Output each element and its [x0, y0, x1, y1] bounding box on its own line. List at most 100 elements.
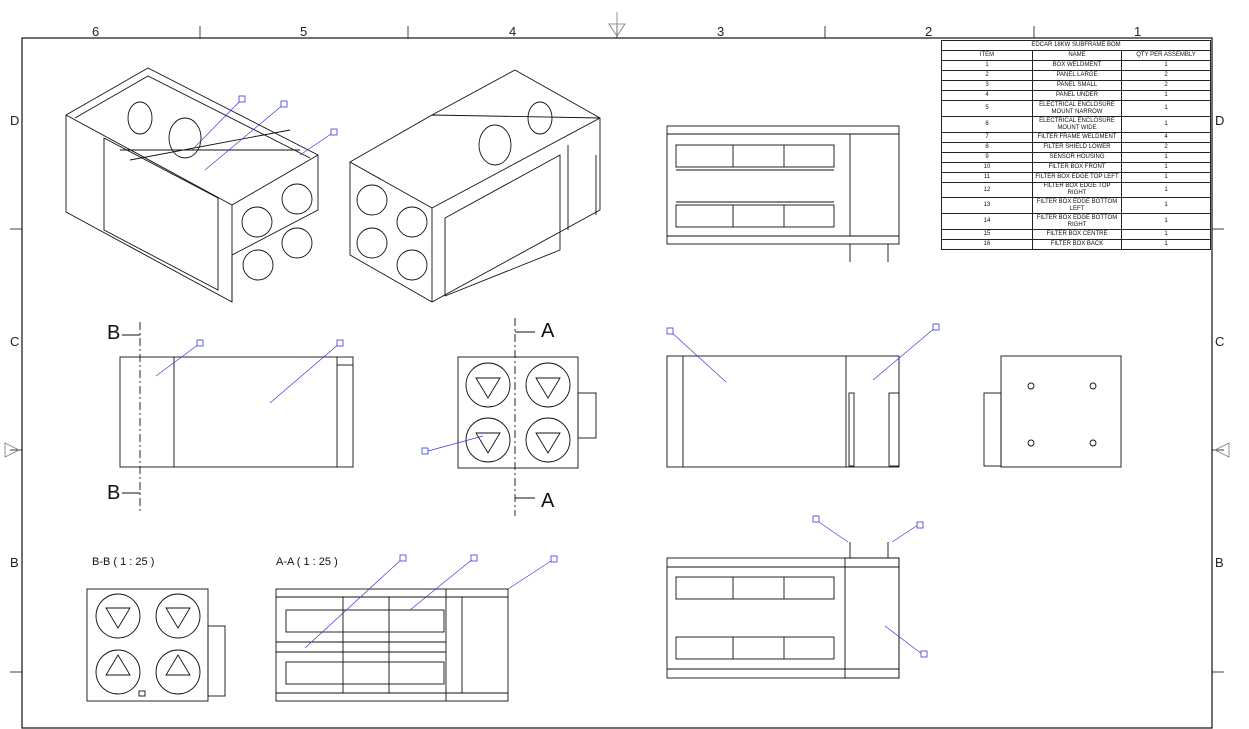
zone-label-2: 2 — [925, 24, 933, 39]
balloon-leaders-b — [155, 342, 341, 404]
bom-cell-name: ELECTRICAL ENCLOSURE MOUNT WIDE — [1032, 116, 1122, 133]
bom-cell-name: FILTER BOX CENTRE — [1032, 229, 1122, 240]
zone-label-c-right: C — [1215, 334, 1225, 349]
zone-label-c-left: C — [10, 334, 20, 349]
zone-label-3: 3 — [717, 24, 725, 39]
bom-cell-item: 4 — [941, 90, 1033, 101]
view-b-section — [119, 322, 354, 512]
bom-cell-qty: 4 — [1121, 132, 1211, 143]
balloons-mid — [666, 323, 940, 335]
bom-cell-item: 7 — [941, 132, 1033, 143]
view-a-section — [457, 318, 597, 516]
bom-cell-item: 5 — [941, 100, 1033, 117]
zone-ticks — [10, 26, 1224, 673]
bom-cell-name: SENSOR HOUSING — [1032, 152, 1122, 163]
bom-header-item: ITEM — [941, 50, 1033, 61]
bom-cell-qty: 1 — [1121, 90, 1211, 101]
zone-label-b-right: B — [1215, 555, 1224, 570]
bom-cell-qty: 1 — [1121, 152, 1211, 163]
elevation-mid-right — [666, 355, 900, 468]
bom-cell-qty: 1 — [1121, 213, 1211, 230]
bom-cell-name: FILTER BOX EDGE BOTTOM LEFT — [1032, 197, 1122, 214]
bom-cell-name: PANEL LARGE — [1032, 70, 1122, 81]
bom-cell-qty: 1 — [1121, 162, 1211, 173]
bom-cell-item: 13 — [941, 197, 1033, 214]
balloons-a — [421, 447, 429, 455]
bom-header-qty: QTY PER ASSEMBLY — [1121, 50, 1211, 61]
bom-cell-item: 6 — [941, 116, 1033, 133]
bom-cell-name: BOX WELDMENT — [1032, 60, 1122, 71]
elevation-top-right — [666, 125, 900, 262]
bom-cell-name: PANEL SMALL — [1032, 80, 1122, 91]
balloons-b — [196, 339, 344, 347]
zone-label-4: 4 — [509, 24, 517, 39]
zone-label-5: 5 — [300, 24, 308, 39]
bom-cell-name: FILTER BOX FRONT — [1032, 162, 1122, 173]
bom-cell-qty: 1 — [1121, 239, 1211, 250]
bom-cell-name: ELECTRICAL ENCLOSURE MOUNT NARROW — [1032, 100, 1122, 117]
balloons-plan — [812, 515, 928, 658]
bom-cell-item: 15 — [941, 229, 1033, 240]
bom-cell-name: FILTER BOX EDGE TOP LEFT — [1032, 172, 1122, 183]
section-b-top-label: B — [107, 322, 121, 344]
section-aa-view — [275, 588, 509, 702]
zone-label-1: 1 — [1134, 24, 1142, 39]
bom-cell-name: FILTER BOX EDGE BOTTOM RIGHT — [1032, 213, 1122, 230]
balloon-leaders-mid — [669, 326, 937, 383]
bom-cell-item: 10 — [941, 162, 1033, 173]
bom-cell-qty: 2 — [1121, 80, 1211, 91]
bom-cell-item: 8 — [941, 142, 1033, 153]
plan-bottom-right — [666, 542, 900, 679]
view-bb-title: B-B ( 1 : 25 ) — [92, 556, 155, 568]
balloons-aa — [399, 554, 558, 563]
bom-cell-qty: 2 — [1121, 70, 1211, 81]
section-b-bottom-label: B — [107, 482, 121, 504]
bom-cell-name: FILTER BOX BACK — [1032, 239, 1122, 250]
section-a-bottom-label: A — [541, 490, 555, 512]
balloon-leaders-aa — [304, 557, 555, 649]
bom-cell-item: 12 — [941, 182, 1033, 198]
iso-view-right — [349, 69, 601, 303]
section-bb-view — [86, 588, 226, 702]
balloons-iso1 — [238, 95, 338, 136]
bom-cell-qty: 1 — [1121, 172, 1211, 183]
bom-table: EDCAR 18KW SUBFRAME BOM ITEM NAME QTY PE… — [941, 40, 1211, 250]
bom-cell-item: 3 — [941, 80, 1033, 91]
bom-cell-qty: 1 — [1121, 182, 1211, 198]
bom-cell-name: FILTER SHIELD LOWER — [1032, 142, 1122, 153]
bom-cell-name: FILTER FRAME WELDMENT — [1032, 132, 1122, 143]
balloon-leaders-a — [427, 435, 484, 452]
bom-cell-qty: 1 — [1121, 229, 1211, 240]
bom-cell-item: 2 — [941, 70, 1033, 81]
bom-cell-item: 16 — [941, 239, 1033, 250]
bom-cell-qty: 1 — [1121, 197, 1211, 214]
bom-cell-name: PANEL UNDER — [1032, 90, 1122, 101]
zone-label-b-left: B — [10, 555, 19, 570]
zone-label-d-left: D — [10, 113, 20, 128]
zone-label-d-right: D — [1215, 113, 1225, 128]
view-aa-title: A-A ( 1 : 25 ) — [276, 556, 338, 568]
balloon-leaders-plan — [815, 519, 923, 655]
bom-cell-item: 14 — [941, 213, 1033, 230]
section-a-top-label: A — [541, 320, 555, 342]
iso-view-left — [65, 67, 319, 303]
bom-cell-item: 1 — [941, 60, 1033, 71]
bom-cell-name: FILTER BOX EDGE TOP RIGHT — [1032, 182, 1122, 198]
